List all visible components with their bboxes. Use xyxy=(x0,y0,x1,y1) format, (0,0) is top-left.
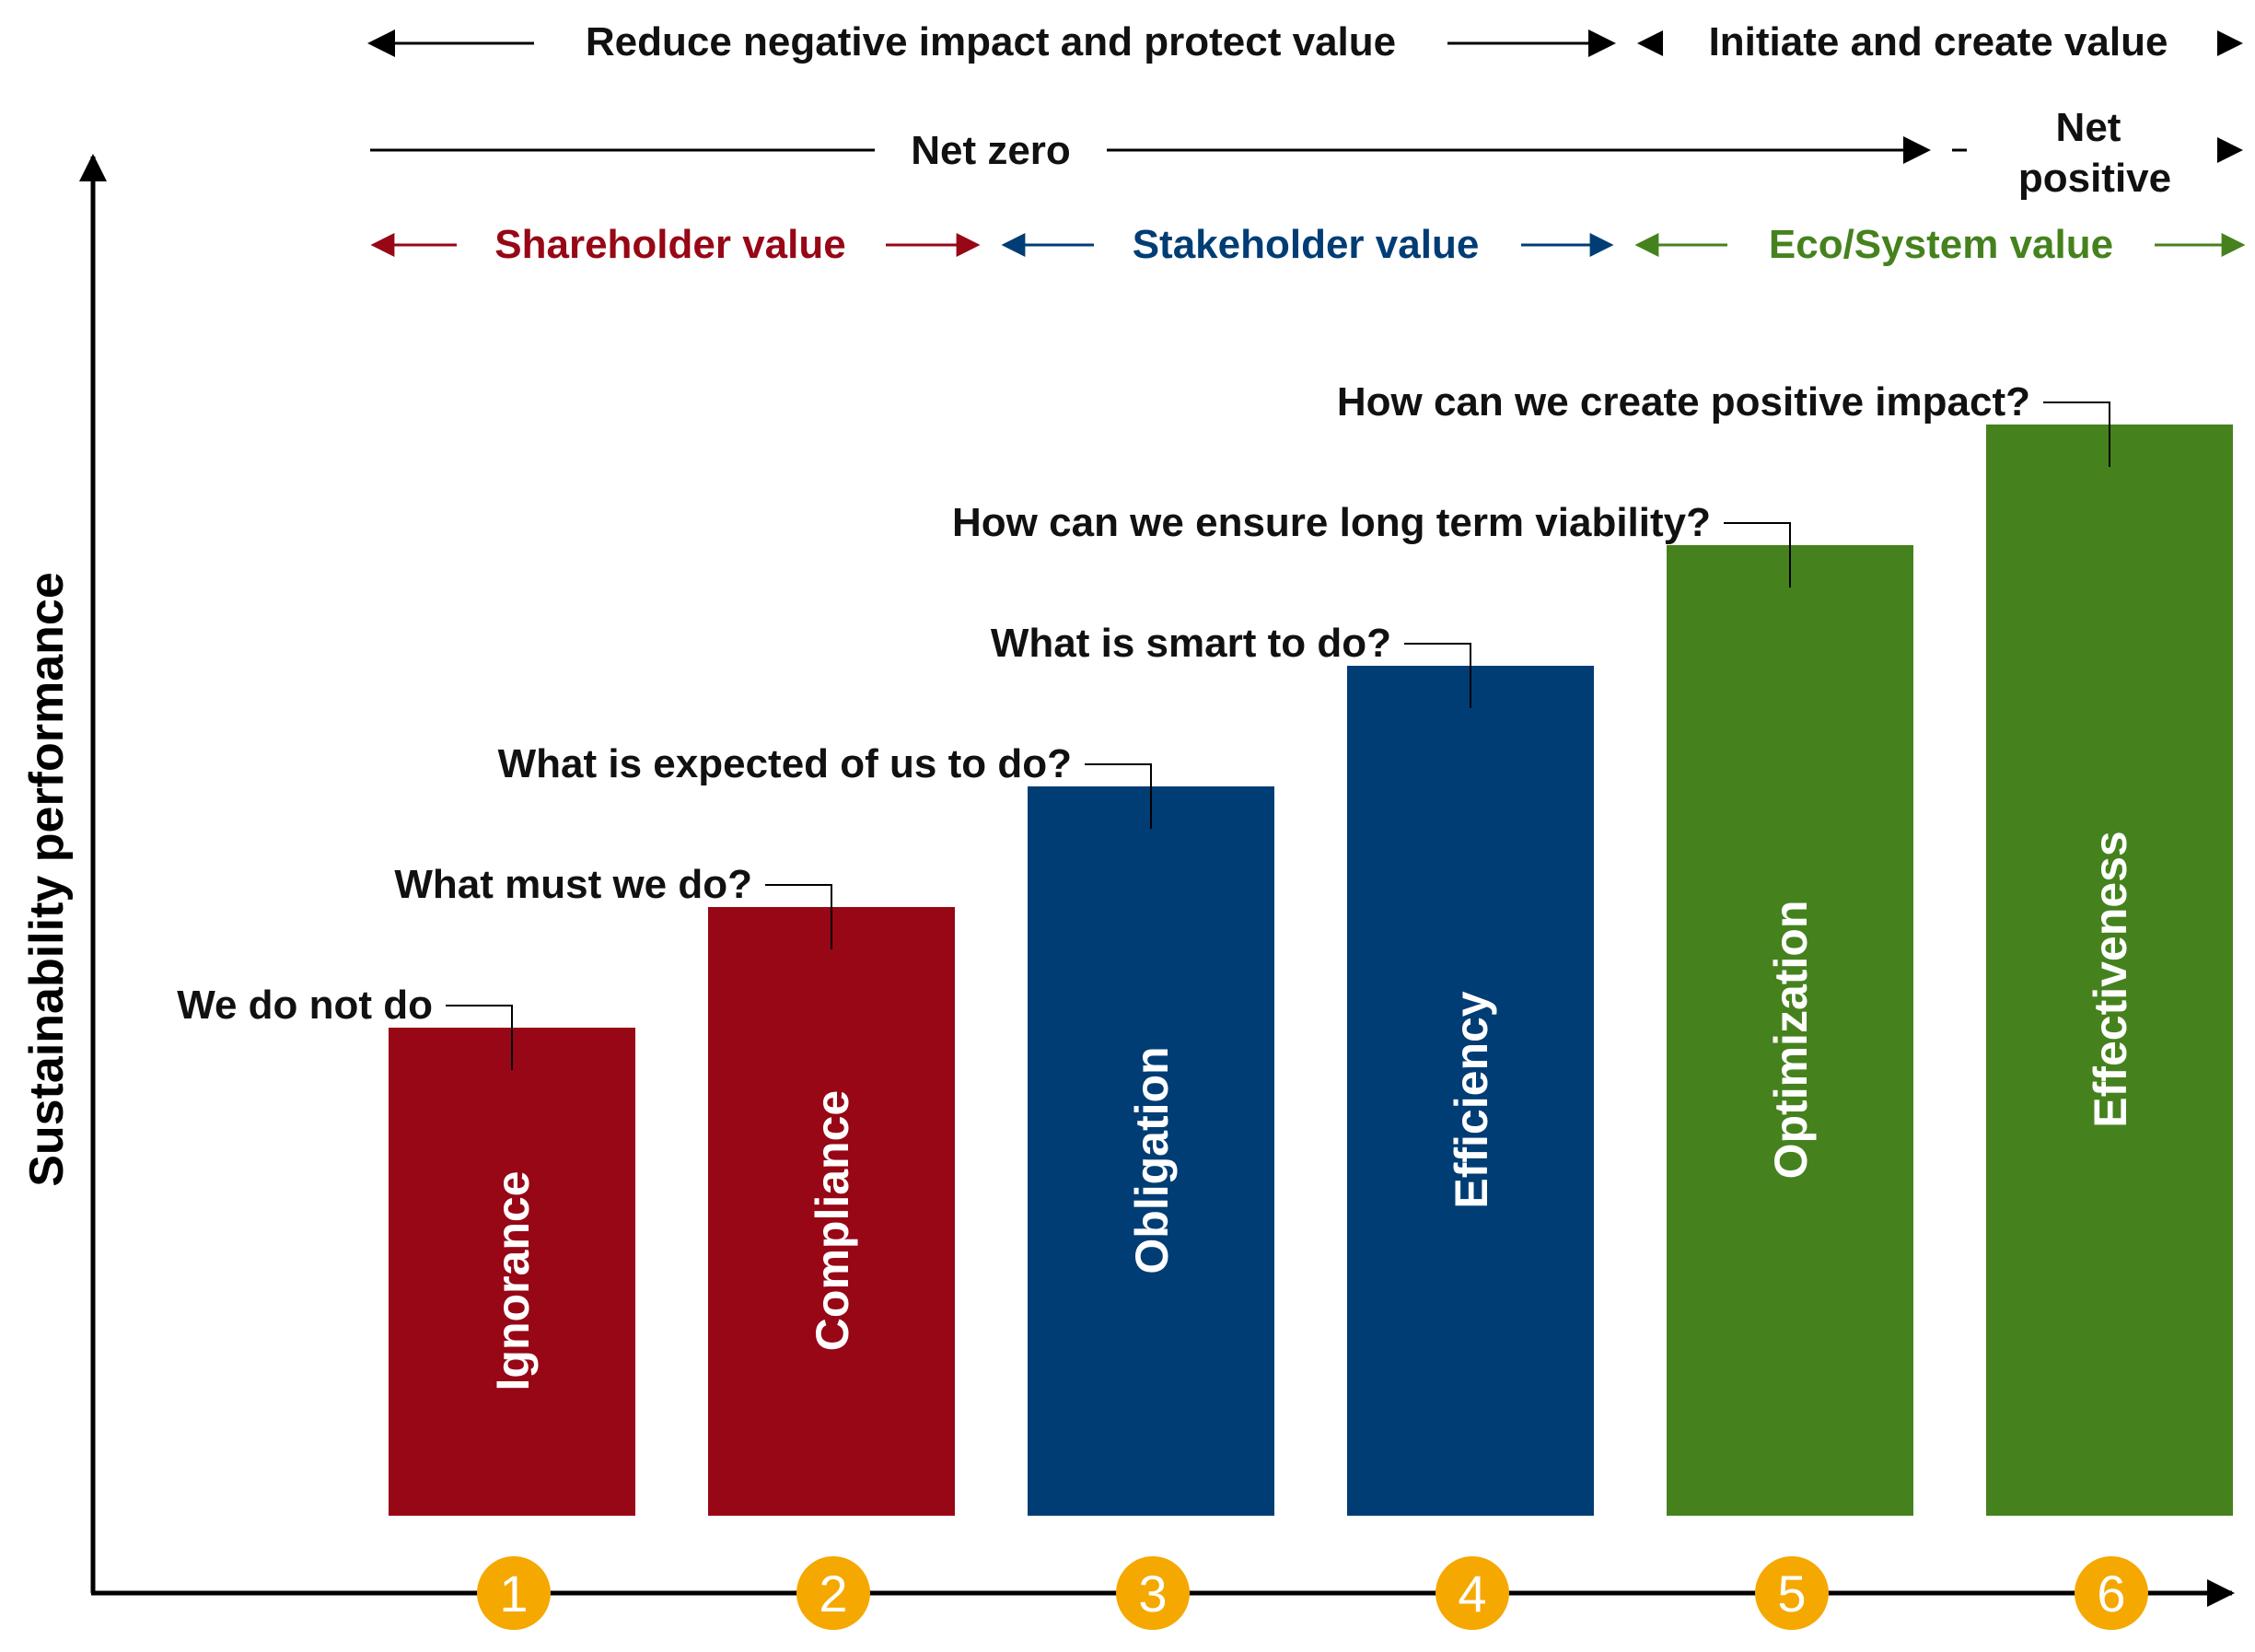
stage-label: Obligation xyxy=(1126,1046,1178,1274)
question-connector xyxy=(446,1005,513,1070)
stage-3: Obligation What is expected of us to do? 3 xyxy=(498,741,1274,1630)
y-axis-label: Sustainability performance xyxy=(20,572,74,1187)
stage-bar xyxy=(708,907,955,1516)
stage-label: Compliance xyxy=(807,1090,858,1351)
stage-bar xyxy=(1986,425,2233,1516)
stage-4: Efficiency What is smart to do? 4 xyxy=(991,621,1594,1630)
stage-number: 2 xyxy=(819,1565,847,1623)
stage-number-circle xyxy=(1436,1556,1509,1630)
stage-question: We do not do xyxy=(177,983,433,1028)
question-connector xyxy=(1724,522,1791,588)
stage-number: 5 xyxy=(1777,1565,1806,1623)
stage-question: What is smart to do? xyxy=(991,621,1391,666)
row1-right-arrowhead-right xyxy=(2217,30,2243,56)
stage-question: What is expected of us to do? xyxy=(498,741,1072,786)
stage-6: Effectiveness How can we create positive … xyxy=(1337,379,2233,1630)
stage-bar xyxy=(1028,786,1274,1516)
stage-question: What must we do? xyxy=(394,862,752,907)
row1-right-arrowhead-left xyxy=(1637,30,1663,56)
stage-label: Optimization xyxy=(1765,901,1817,1180)
stage-5: Optimization How can we ensure long term … xyxy=(952,500,1913,1630)
stage-number: 4 xyxy=(1458,1565,1486,1623)
ecosystem-label: Eco/System value xyxy=(1769,222,2113,267)
stage-number: 3 xyxy=(1138,1565,1167,1623)
stage-bar xyxy=(1667,545,1913,1516)
question-connector xyxy=(765,884,832,949)
question-connector xyxy=(2043,401,2110,467)
stage-number-circle xyxy=(477,1556,551,1630)
stakeholder-label: Stakeholder value xyxy=(1133,222,1480,267)
stage-question: How can we create positive impact? xyxy=(1337,379,2030,425)
row2-right-arrowhead xyxy=(2217,137,2243,163)
shareholder-label: Shareholder value xyxy=(494,222,845,267)
stage-1: Ignorance We do not do 1 xyxy=(177,983,635,1630)
row2-right-label-line2: positive xyxy=(2018,156,2171,201)
stage-number-circle xyxy=(796,1556,870,1630)
stage-label: Ignorance xyxy=(487,1171,539,1391)
row2-right-label-line1: Net xyxy=(2056,105,2121,150)
header-row-value: Shareholder value Stakeholder value Eco/… xyxy=(370,222,2246,267)
stage-bars: Ignorance We do not do 1 Compliance What mus… xyxy=(177,379,2233,1630)
stage-number: 1 xyxy=(499,1565,528,1623)
row2-left-label: Net zero xyxy=(911,128,1071,173)
row1-right-label: Initiate and create value xyxy=(1709,19,2168,64)
stage-number: 6 xyxy=(2097,1565,2125,1623)
stage-2: Compliance What must we do? 2 xyxy=(394,862,955,1630)
header-row-protect-create: Reduce negative impact and protect value… xyxy=(367,19,2243,64)
question-connector xyxy=(1085,763,1152,829)
row1-left-label: Reduce negative impact and protect value xyxy=(586,19,1396,64)
header-row-net: Net zero Net positive xyxy=(370,105,2243,201)
stage-label: Efficiency xyxy=(1446,991,1497,1208)
stage-number-circle xyxy=(1116,1556,1190,1630)
stage-bar xyxy=(389,1028,635,1516)
question-connector xyxy=(1404,643,1471,708)
stage-label: Effectiveness xyxy=(2085,831,2136,1127)
stage-number-circle xyxy=(2075,1556,2148,1630)
stage-bar xyxy=(1347,666,1594,1516)
stage-question: How can we ensure long term viability? xyxy=(952,500,1711,545)
stage-number-circle xyxy=(1755,1556,1829,1630)
